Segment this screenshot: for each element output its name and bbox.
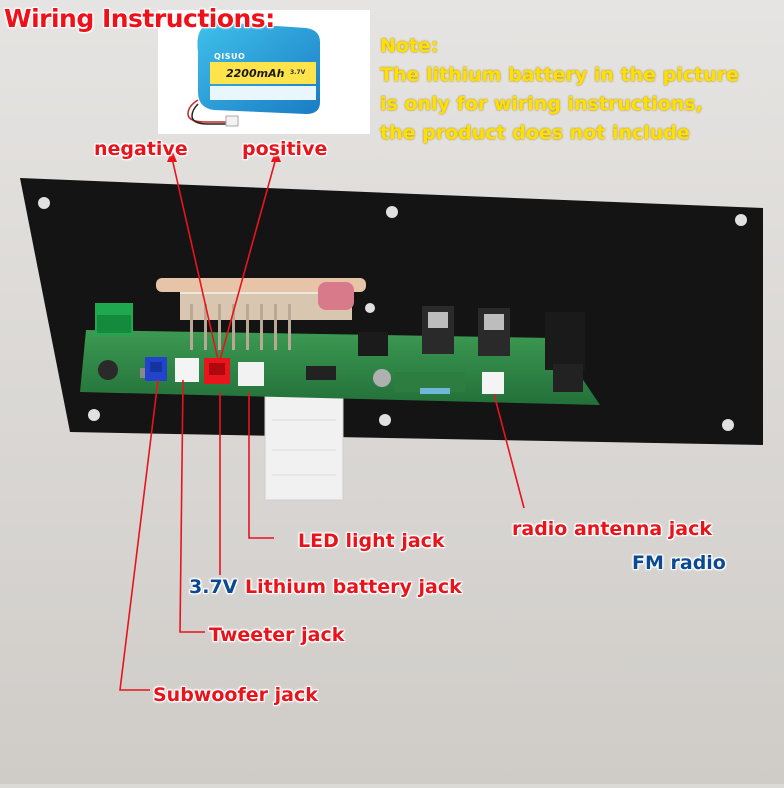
- note-heading: Note:: [380, 35, 439, 57]
- led-light-jack-label: LED light jack: [298, 530, 445, 552]
- negative-label: negative: [94, 138, 188, 160]
- note-line: is only for wiring instructions,: [380, 93, 703, 115]
- note-line: The lithium battery in the picture: [380, 64, 739, 86]
- note-block: Note: The lithium battery in the picture…: [380, 32, 780, 148]
- battery-voltage-label: 3.7V: [189, 576, 238, 598]
- page-title: Wiring Instructions:: [4, 4, 275, 33]
- battery-brand-text: QISUO: [214, 52, 246, 61]
- battery-image: [158, 10, 370, 134]
- tweeter-jack-label: Tweeter jack: [209, 624, 345, 646]
- subwoofer-jack-label: Subwoofer jack: [153, 684, 318, 706]
- positive-label: positive: [242, 138, 328, 160]
- foam-block: [264, 394, 344, 501]
- annotation-lines: [119, 157, 525, 691]
- radio-antenna-jack-label: radio antenna jack: [512, 518, 713, 540]
- battery-capacity-text: 2200mAh: [226, 67, 285, 80]
- circuit-board: [80, 278, 600, 405]
- battery-voltage-text: 3.7V: [290, 69, 306, 76]
- annotation-arrowheads: [167, 150, 281, 162]
- note-line: the product does not include: [380, 122, 690, 144]
- lithium-battery-jack-label: Lithium battery jack: [245, 576, 462, 598]
- fm-radio-label: FM radio: [632, 552, 726, 574]
